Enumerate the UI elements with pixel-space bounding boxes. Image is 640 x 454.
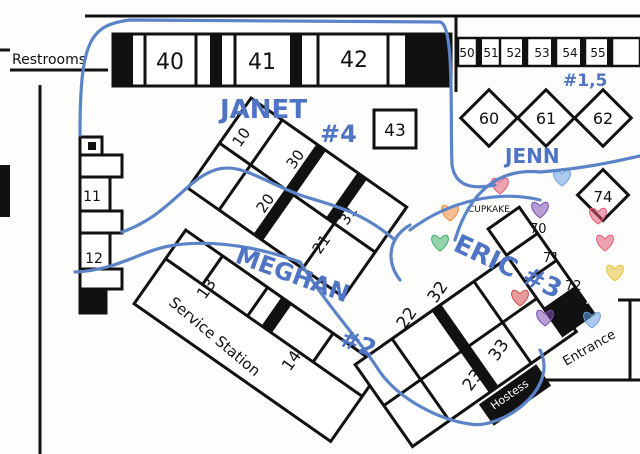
- restrooms-label: Restrooms: [12, 52, 86, 68]
- table-52[interactable]: 52: [506, 46, 521, 60]
- heart-doodles: [431, 169, 624, 329]
- heart-icon: [431, 234, 449, 252]
- table-50[interactable]: 50: [459, 46, 474, 60]
- server-janet-number: #4: [320, 120, 357, 148]
- heart-icon: [511, 289, 529, 307]
- heart-icon: [531, 201, 549, 219]
- service-station-block: [131, 227, 385, 444]
- table-73[interactable]: 73: [584, 293, 599, 307]
- bar-tables: [456, 36, 640, 68]
- walls: [0, 14, 640, 454]
- cupcake-label: CUPKAKE: [468, 205, 510, 215]
- server-jenn: JENN: [503, 144, 560, 168]
- table-74-shape: [575, 167, 631, 223]
- heart-icon: [553, 169, 571, 187]
- table-54[interactable]: 54: [562, 46, 577, 60]
- heart-icon: [536, 309, 554, 327]
- server-jenn-number: #1,5: [563, 71, 607, 91]
- top-booths: 40 41 42: [111, 32, 453, 88]
- diamond-tables: 60 61 62: [458, 87, 634, 149]
- table-71[interactable]: 71: [543, 251, 560, 266]
- table-61[interactable]: 61: [536, 109, 556, 128]
- heart-icon: [606, 264, 624, 282]
- heart-icon: [589, 207, 607, 225]
- table-41[interactable]: 41: [248, 50, 276, 75]
- table-51[interactable]: 51: [483, 46, 498, 60]
- table-11[interactable]: 11: [83, 189, 101, 205]
- table-55[interactable]: 55: [590, 46, 605, 60]
- heart-icon: [596, 234, 614, 252]
- table-53[interactable]: 53: [534, 46, 549, 60]
- table-42[interactable]: 42: [340, 48, 368, 73]
- door-left: [0, 165, 10, 217]
- table-12[interactable]: 12: [85, 251, 103, 267]
- table-60[interactable]: 60: [479, 109, 499, 128]
- jenn-strip: [486, 205, 596, 338]
- table-70[interactable]: 70: [530, 222, 547, 237]
- heart-icon: [583, 311, 601, 329]
- table-43-shape: [372, 108, 418, 150]
- table-74[interactable]: 74: [593, 188, 612, 206]
- central-booths: [185, 95, 409, 300]
- server-janet: JANET: [218, 95, 307, 125]
- table-72[interactable]: 72: [565, 279, 582, 294]
- table-43[interactable]: 43: [384, 121, 406, 141]
- entrance-wall: [540, 298, 640, 382]
- hostess-stand: [478, 364, 552, 426]
- table-40[interactable]: 40: [156, 50, 184, 75]
- bar-table-labels: 50 51 52 53 54 55: [459, 46, 605, 60]
- server-zones: [73, 18, 640, 427]
- left-wall-tables: [78, 135, 124, 315]
- table-62[interactable]: 62: [593, 109, 613, 128]
